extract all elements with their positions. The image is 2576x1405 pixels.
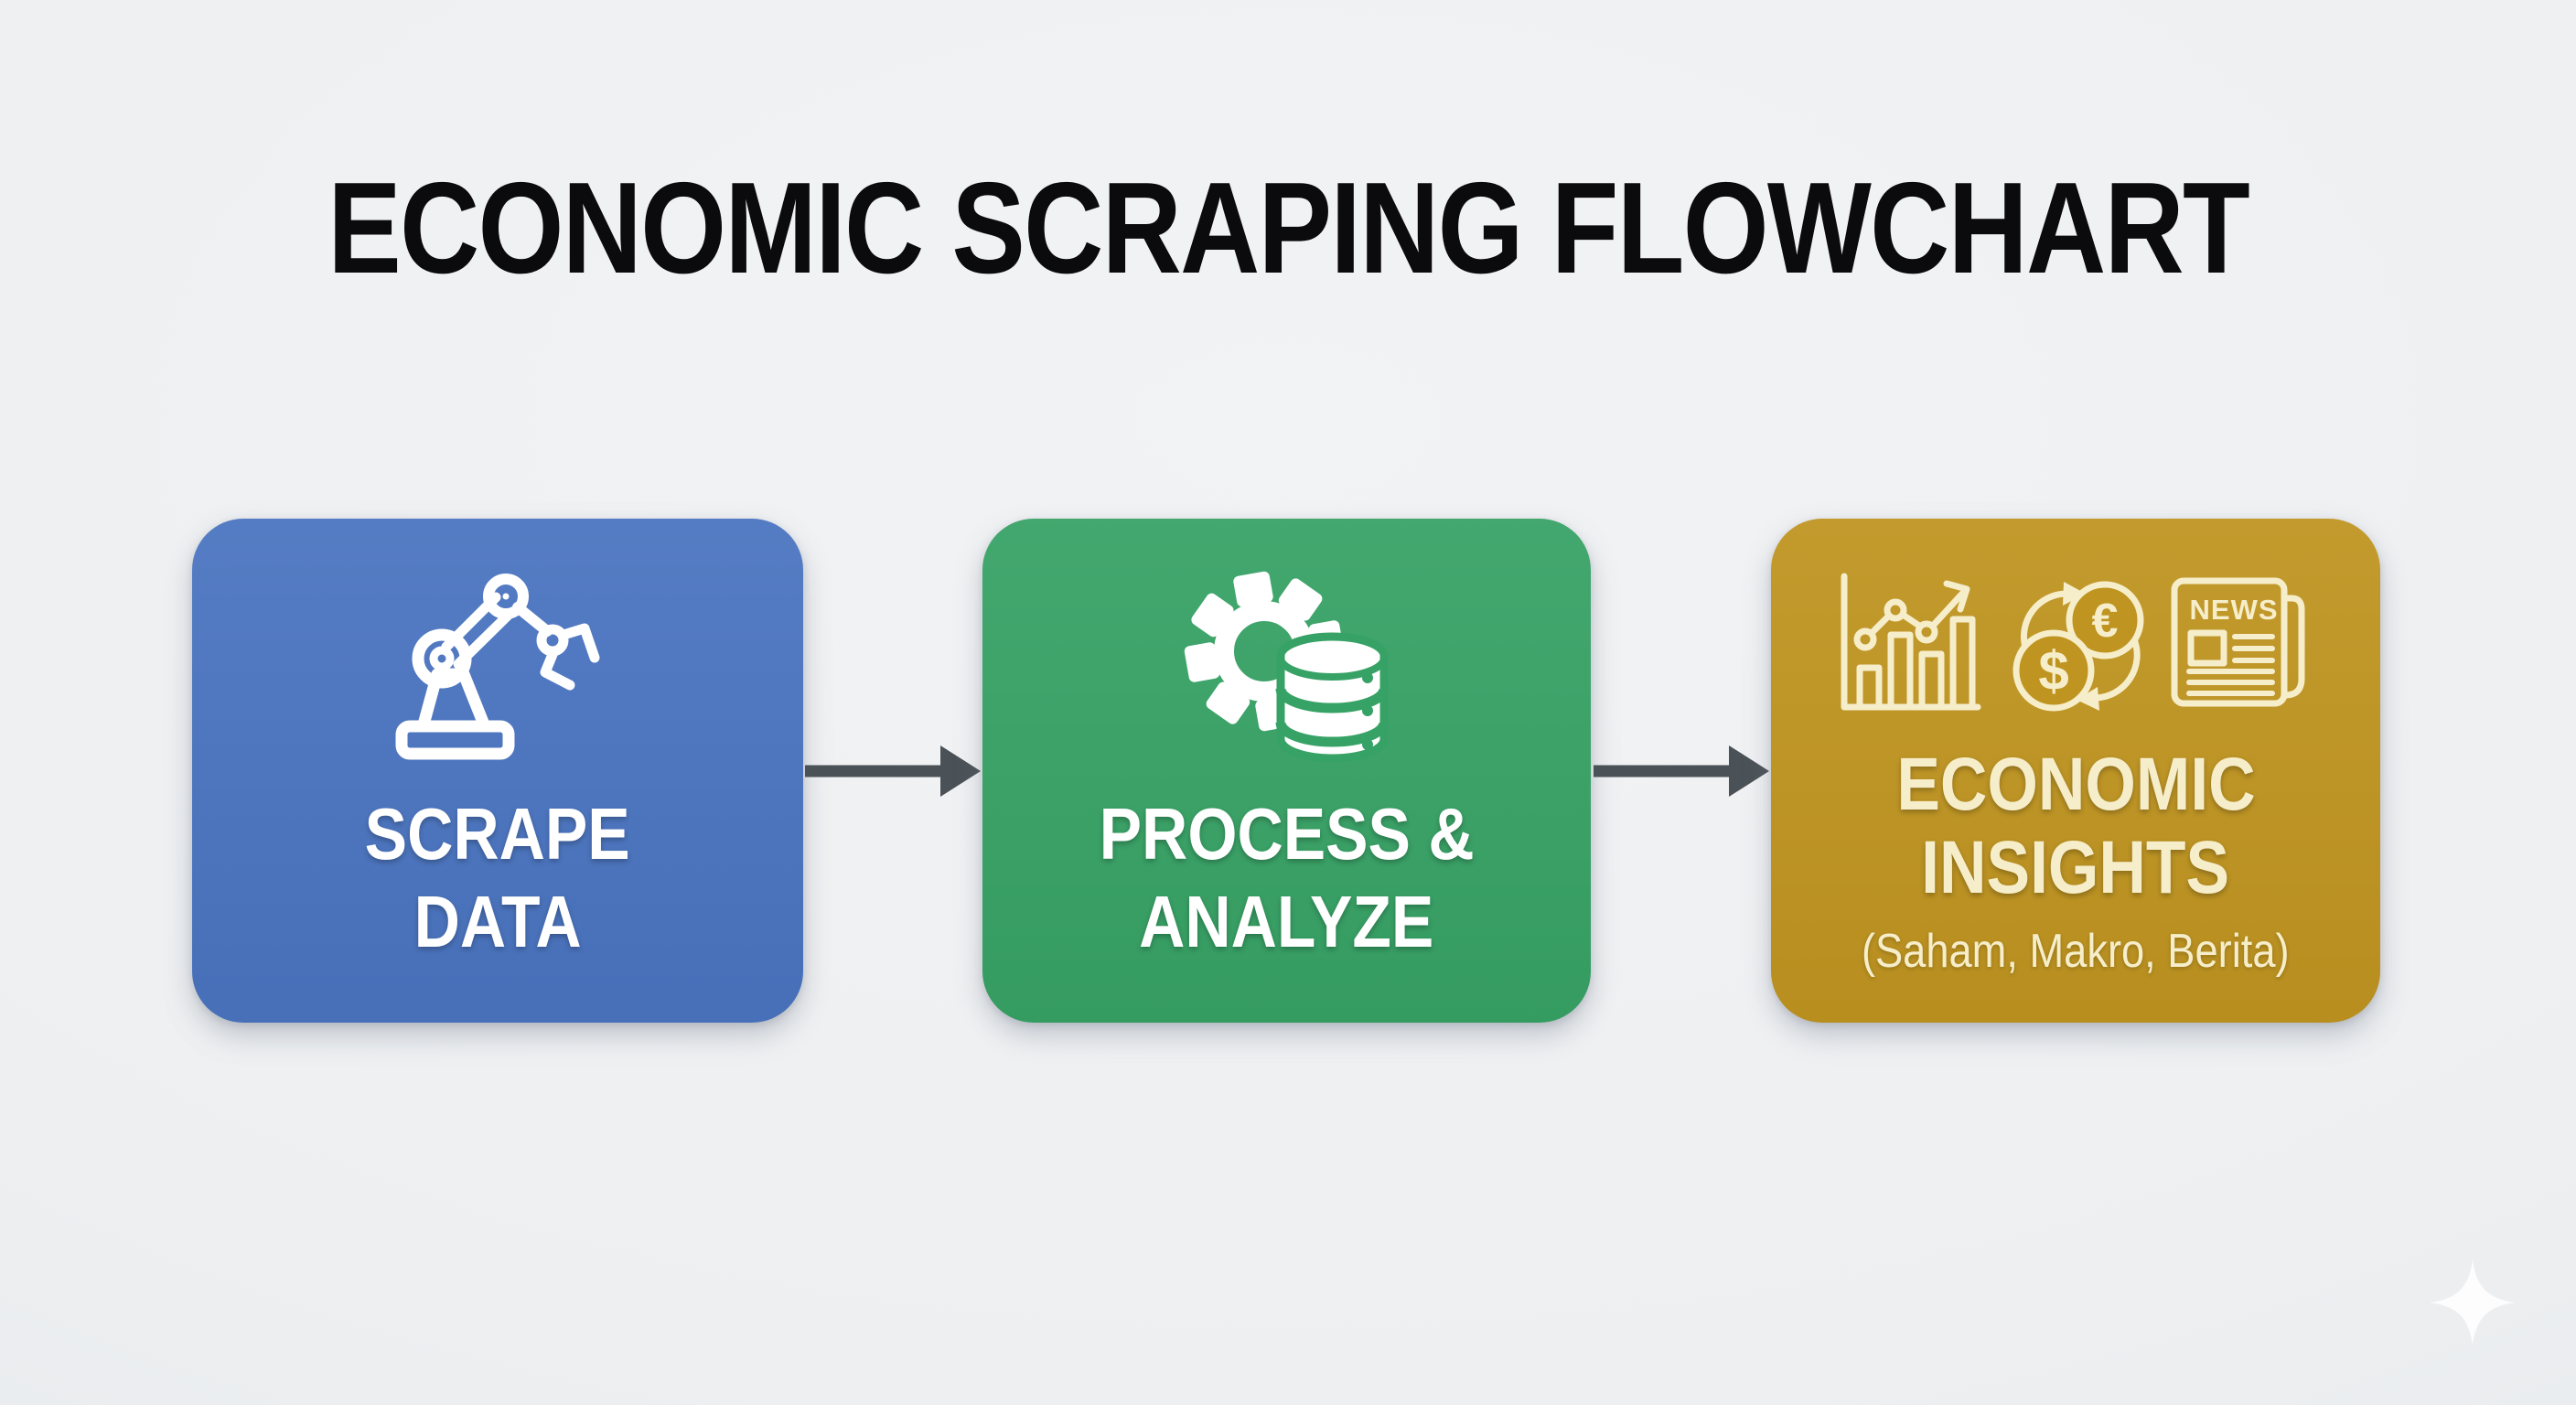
process-analyze-label: PROCESS & ANALYZE <box>982 790 1591 966</box>
bar-line-chart-icon <box>1837 569 1983 720</box>
scrape-data-label-line1: SCRAPE <box>364 793 631 874</box>
page-title-text: ECONOMIC SCRAPING FLOWCHART <box>327 156 2249 301</box>
scrape-data-label: SCRAPE DATA <box>192 790 803 966</box>
news-label: NEWS <box>2190 594 2279 626</box>
page-title: ECONOMIC SCRAPING FLOWCHART <box>0 154 2576 304</box>
economic-insights-label: ECONOMIC INSIGHTS <box>1771 743 2380 909</box>
gear-database-icon <box>1182 567 1397 764</box>
flow-box-process-analyze: PROCESS & ANALYZE <box>982 519 1591 1023</box>
flow-arrow-1 <box>805 745 981 797</box>
flow-arrow-2 <box>1594 745 1769 797</box>
dollar-symbol: $ <box>2038 640 2068 702</box>
process-analyze-label-line2: ANALYZE <box>1139 881 1434 962</box>
economic-insights-subtitle: (Saham, Makro, Berita) <box>1862 925 2290 978</box>
economic-insights-label-line1: ECONOMIC <box>1895 743 2256 826</box>
newspaper-icon: NEWS <box>2170 576 2309 712</box>
euro-symbol: € <box>2092 595 2119 648</box>
flow-box-economic-insights: € $ NEWS ECONOMIC <box>1771 519 2380 1023</box>
currency-exchange-icon: € $ <box>2012 574 2150 716</box>
sparkle-icon <box>2430 1260 2516 1346</box>
robot-arm-icon <box>393 571 600 760</box>
scrape-data-label-line2: DATA <box>413 881 582 962</box>
process-analyze-label-line1: PROCESS & <box>1099 793 1475 874</box>
flow-box-scrape-data: SCRAPE DATA <box>192 519 803 1023</box>
economic-insights-label-line2: INSIGHTS <box>1921 826 2230 909</box>
